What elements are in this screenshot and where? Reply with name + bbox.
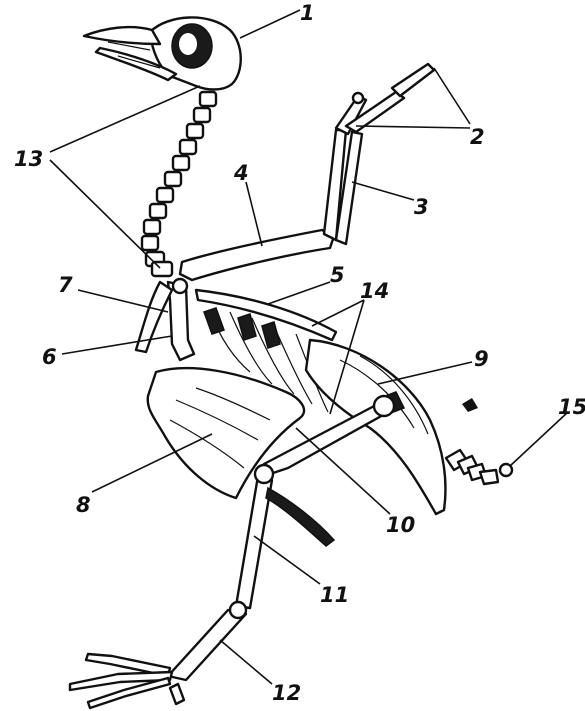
- label-7: 7: [58, 273, 73, 297]
- label-13: 13: [14, 147, 43, 171]
- number-labels: 1 2 3 4 5 6 7 8 9 10 11 12 13 14 15: [14, 1, 585, 705]
- leader-13a: [50, 86, 200, 152]
- label-9: 9: [474, 347, 489, 371]
- label-14: 14: [360, 279, 389, 303]
- humerus: [180, 230, 334, 280]
- label-15: 15: [558, 395, 585, 419]
- leader-4: [246, 182, 262, 246]
- shoulder-girdle: [136, 279, 194, 360]
- label-1: 1: [300, 1, 315, 25]
- leader-1: [240, 10, 300, 38]
- skull: [84, 17, 241, 89]
- leader-2b: [356, 126, 470, 128]
- neck-vertebrae: [142, 92, 216, 276]
- toes: [70, 654, 184, 708]
- tail-vertebrae: [446, 450, 512, 484]
- leader-10: [296, 428, 390, 514]
- leader-2a: [434, 68, 470, 124]
- skeleton-drawing: [70, 17, 512, 708]
- label-10: 10: [386, 513, 415, 537]
- leader-6: [62, 336, 172, 354]
- label-12: 12: [272, 681, 301, 705]
- sternum-keel: [148, 368, 304, 498]
- label-2: 2: [470, 125, 485, 149]
- leader-14a: [312, 300, 364, 326]
- label-6: 6: [42, 345, 57, 369]
- forearm: [324, 130, 362, 244]
- leader-12: [220, 640, 272, 684]
- label-11: 11: [320, 583, 349, 607]
- label-4: 4: [233, 161, 249, 185]
- hand-bones: [336, 64, 434, 134]
- leader-3: [352, 182, 414, 200]
- ink-speck: [462, 398, 478, 412]
- label-8: 8: [76, 493, 91, 517]
- tarsometatarsus: [168, 610, 246, 680]
- leader-15: [510, 412, 568, 466]
- label-5: 5: [330, 263, 345, 287]
- leader-13b: [50, 160, 160, 268]
- label-3: 3: [414, 195, 429, 219]
- leader-5: [268, 282, 330, 304]
- leader-11: [254, 536, 320, 584]
